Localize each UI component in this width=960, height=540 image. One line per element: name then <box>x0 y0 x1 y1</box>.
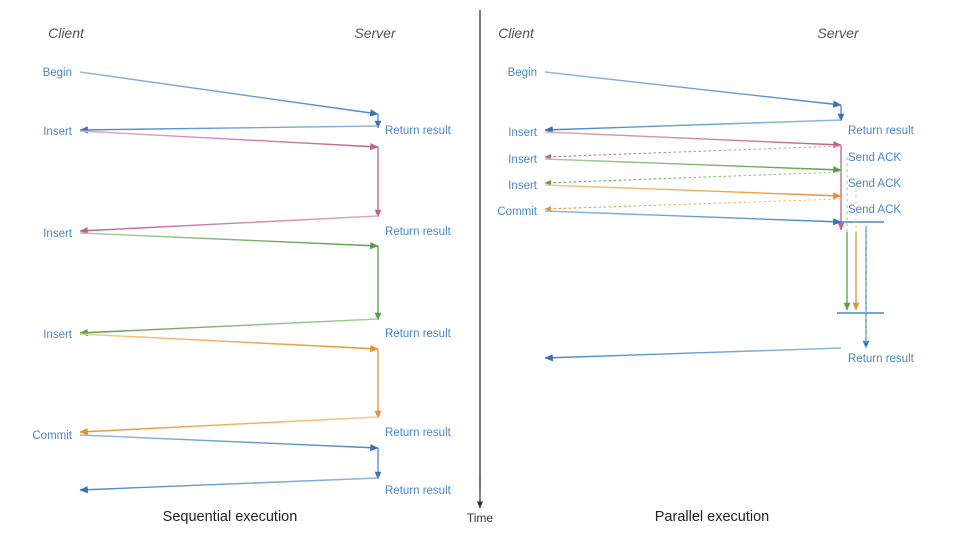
message-label-begin-request: Begin <box>508 67 537 79</box>
message-label-insert2-return: Return result <box>385 328 452 340</box>
message-label-commit-request: Commit <box>32 430 72 442</box>
message-arrow-insert3-ack <box>544 198 842 212</box>
message-arrow-insert2-return <box>79 318 379 337</box>
message-arrow-begin-request <box>544 71 842 108</box>
panel-divider-group: Time <box>467 10 494 525</box>
message-label-insert1-return: Return result <box>385 226 452 238</box>
message-arrow-begin-request <box>79 71 379 117</box>
message-arrow-insert1-request <box>79 130 379 151</box>
message-arrow-insert3-request <box>79 333 379 353</box>
message-arrow-commit-return <box>544 347 842 362</box>
message-label-insert2-request: Insert <box>508 154 538 166</box>
message-arrow-commit-return <box>79 477 379 494</box>
actor-label-client: Client <box>498 25 535 41</box>
message-label-insert3-request: Insert <box>508 180 538 192</box>
message-label-commit-request: Commit <box>497 206 537 218</box>
message-label-insert2-request: Insert <box>43 228 73 240</box>
message-arrow-insert3-return <box>79 416 379 436</box>
message-label-insert2-ack: Send ACK <box>848 178 901 190</box>
time-axis-label: Time <box>467 511 494 525</box>
message-arrow-insert2-request <box>544 158 842 174</box>
actor-label-client: Client <box>48 25 85 41</box>
message-arrow-begin-return <box>79 125 379 134</box>
message-arrow-begin-return <box>544 119 842 134</box>
message-arrow-commit-request <box>544 210 842 226</box>
message-arrow-insert3-request <box>544 184 842 200</box>
panel-caption-parallel: Parallel execution <box>655 509 769 525</box>
message-label-commit-return: Return result <box>385 485 452 497</box>
message-arrow-insert2-request <box>79 232 379 250</box>
message-label-begin-return: Return result <box>848 125 915 137</box>
message-arrow-insert2-ack <box>544 171 842 186</box>
message-label-insert1-request: Insert <box>43 126 73 138</box>
message-label-insert1-ack: Send ACK <box>848 152 901 164</box>
message-label-insert3-request: Insert <box>43 329 73 341</box>
message-label-begin-request: Begin <box>43 67 72 79</box>
actor-label-server: Server <box>354 25 397 41</box>
message-arrow-insert1-return <box>79 215 379 235</box>
message-arrow-insert1-ack <box>544 145 842 160</box>
message-label-insert3-ack: Send ACK <box>848 204 901 216</box>
panel-caption-sequential: Sequential execution <box>163 509 298 525</box>
message-label-commit-return: Return result <box>848 353 915 365</box>
message-label-insert1-request: Insert <box>508 127 538 139</box>
message-arrow-insert1-request <box>544 131 842 149</box>
message-label-insert3-return: Return result <box>385 427 452 439</box>
message-arrow-commit-request <box>79 434 379 452</box>
message-label-begin-return: Return result <box>385 125 452 137</box>
actor-label-server: Server <box>817 25 860 41</box>
